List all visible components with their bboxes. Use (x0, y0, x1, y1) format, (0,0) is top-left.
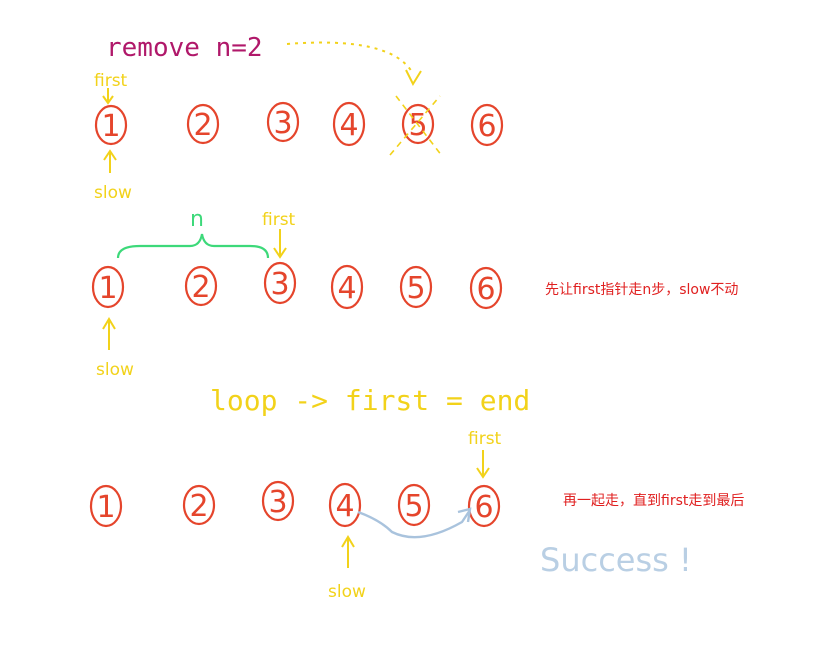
slow-arrow-row2 (102, 317, 116, 350)
node-6-row1: 6 (470, 103, 504, 147)
node-5-row2: 5 (399, 265, 433, 309)
svg-text:2: 2 (193, 108, 212, 143)
svg-text:5: 5 (404, 489, 423, 524)
first-arrow-row2 (273, 229, 287, 259)
note-row2: 先让first指针走n步，slow不动 (545, 282, 739, 298)
loop-label: loop -> first = end (210, 384, 530, 417)
n-brace (116, 233, 270, 259)
svg-text:4: 4 (339, 108, 358, 143)
node-3-row2: 3 (263, 261, 297, 305)
first-arrow-row1 (102, 88, 114, 105)
node-2-row2: 2 (184, 265, 218, 307)
first-arrow-row3 (476, 450, 490, 479)
note-row3: 再一起走，直到first走到最后 (563, 493, 745, 509)
node-3-row3: 3 (261, 480, 295, 522)
svg-text:4: 4 (337, 271, 356, 306)
row-2: n first 1 2 3 4 5 6 slow (91, 207, 503, 380)
svg-text:1: 1 (96, 490, 115, 525)
slow-label-row2: slow (96, 360, 134, 380)
svg-text:3: 3 (270, 267, 289, 302)
move-arrow-head (457, 507, 472, 523)
success-label: Success ! (540, 541, 692, 579)
node-1-row1: 1 (94, 104, 128, 146)
node-2-row1: 2 (186, 103, 220, 145)
svg-text:1: 1 (98, 271, 117, 306)
node-4-row2: 4 (330, 264, 364, 310)
svg-text:6: 6 (476, 272, 495, 307)
node-1-row2: 1 (91, 265, 125, 309)
n-label: n (190, 207, 204, 232)
slow-label-row1: slow (94, 183, 132, 203)
slow-label-row3: slow (328, 582, 366, 602)
svg-text:5: 5 (406, 271, 425, 306)
first-label-row2: first (262, 210, 296, 230)
first-label-row3: first (468, 429, 502, 449)
svg-text:3: 3 (268, 485, 287, 520)
svg-text:2: 2 (191, 270, 210, 305)
node-1-row3: 1 (89, 484, 123, 528)
node-6-row3: 6 (467, 484, 501, 528)
svg-text:2: 2 (189, 489, 208, 524)
svg-text:4: 4 (335, 489, 354, 524)
dotted-arrow-head (405, 69, 422, 87)
move-arrow (357, 509, 471, 539)
removed-cross (389, 95, 443, 157)
svg-text:3: 3 (273, 106, 292, 141)
row-1: first 1 2 3 4 5 6 slow (94, 71, 504, 203)
node-2-row3: 2 (182, 484, 216, 526)
node-5-row1: 5 (389, 95, 443, 157)
title: remove n=2 (106, 33, 263, 63)
svg-text:1: 1 (101, 109, 120, 144)
node-6-row2: 6 (469, 266, 503, 310)
node-4-row3: 4 (328, 482, 362, 528)
first-label-row1: first (94, 71, 128, 91)
node-5-row3: 5 (397, 483, 431, 527)
svg-text:6: 6 (474, 490, 493, 525)
dotted-arrow (286, 41, 413, 73)
svg-text:6: 6 (477, 109, 496, 144)
slow-arrow-row1 (103, 149, 117, 173)
row-3: first 1 2 3 4 5 6 slow (89, 429, 502, 602)
slow-arrow-row3 (341, 535, 355, 568)
node-4-row1: 4 (332, 101, 366, 147)
node-3-row1: 3 (266, 101, 300, 143)
